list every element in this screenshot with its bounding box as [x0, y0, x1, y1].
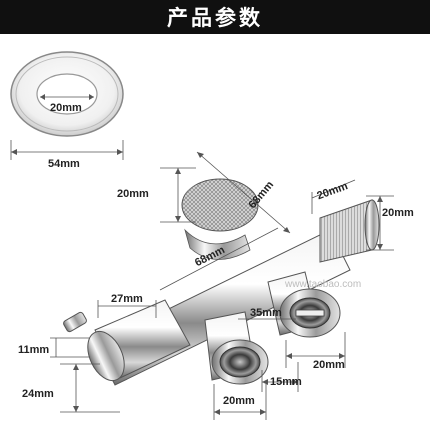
outlet-gap-dimension: 15mm: [261, 362, 302, 392]
outlet-right-label: 20mm: [313, 359, 345, 371]
inlet-length-label: 20mm: [315, 180, 349, 202]
valve-body: [63, 178, 380, 386]
threaded-inlet: [319, 199, 380, 263]
flange-ring: [10, 51, 124, 137]
cap-length-dimension: 27mm: [97, 293, 157, 318]
handle-height-label: 20mm: [117, 188, 149, 200]
outlet-left-label: 20mm: [223, 395, 255, 407]
end-cap: [63, 299, 191, 382]
outlet-left-dimension: 20mm: [213, 384, 267, 420]
cap-length-label: 27mm: [111, 293, 143, 305]
knurled-handle: [181, 178, 259, 260]
ring-outer-dimension: 54mm: [10, 140, 124, 170]
outlet-left: [204, 311, 269, 385]
handle-height-dimension: 20mm: [117, 167, 196, 223]
inlet-diameter-label: 20mm: [382, 207, 414, 219]
inlet-diameter-dimension: 20mm: [366, 195, 414, 251]
outlet-spacing-dimension: 35mm: [238, 307, 296, 320]
ring-outer-label: 54mm: [48, 158, 80, 170]
cap-diameter-label: 24mm: [22, 388, 54, 400]
cap-diameter-dimension: 24mm: [22, 363, 120, 413]
ring-inner-dimension: 20mm: [40, 94, 94, 114]
cap-height-dimension: 11mm: [18, 337, 90, 358]
outlet-spacing-label: 35mm: [250, 307, 282, 319]
outlet-gap-label: 15mm: [270, 376, 302, 388]
banner-title: 产品参数: [0, 0, 430, 34]
ring-inner-label: 20mm: [50, 102, 82, 114]
watermark-text: www.taobao.com: [284, 279, 361, 290]
cap-height-label: 11mm: [18, 344, 49, 356]
outlet-right-dimension: 20mm: [285, 332, 346, 371]
